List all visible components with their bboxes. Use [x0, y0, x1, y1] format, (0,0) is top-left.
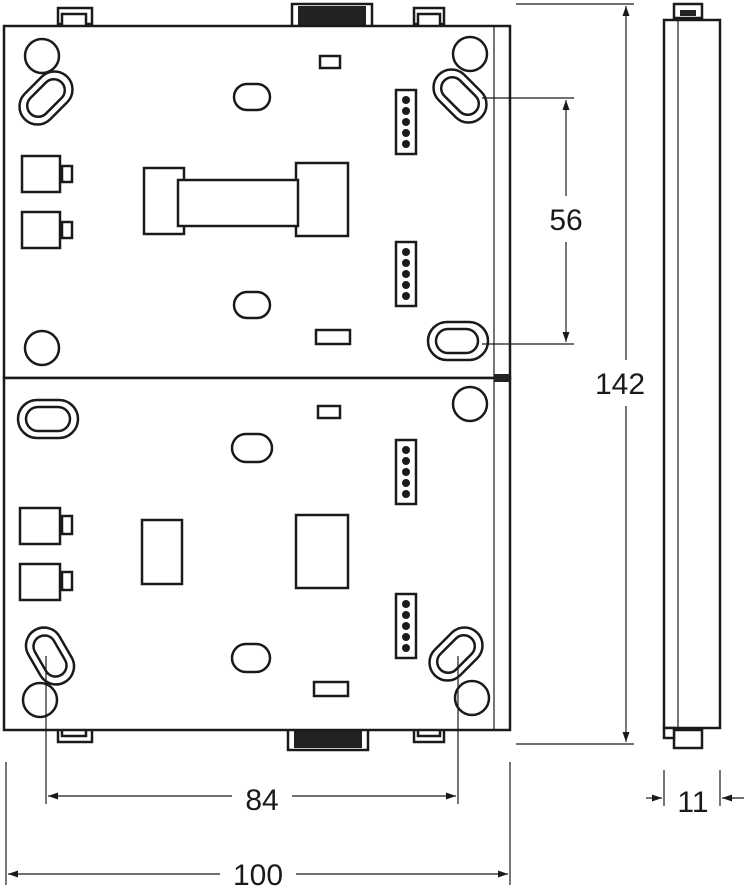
slot-hole — [16, 398, 80, 440]
terminal-block — [394, 592, 418, 660]
mount-hole — [451, 385, 489, 423]
dimension-142-label: 142 — [595, 368, 645, 401]
dimension-56-label: 56 — [549, 204, 582, 237]
dimension-total-width: 100 — [5, 762, 511, 892]
mount-hole — [453, 679, 491, 717]
slot-hole — [24, 626, 76, 686]
dimension-84-label: 84 — [245, 784, 278, 817]
slot-hole — [432, 68, 488, 124]
mount-hole — [451, 35, 489, 73]
dimension-total-height: 142 — [516, 3, 645, 745]
slot-hole — [428, 626, 484, 682]
terminal-block — [394, 438, 418, 506]
dimension-hole-horizontal: 84 — [45, 656, 459, 817]
terminal-block — [394, 88, 418, 156]
top-connector — [290, 2, 374, 30]
dimension-hole-vertical: 56 — [482, 97, 583, 345]
slot-hole — [18, 70, 74, 126]
dimension-depth: 11 — [646, 770, 744, 819]
dimension-11-label: 11 — [677, 786, 708, 819]
side-view — [662, 2, 722, 750]
mount-hole — [23, 37, 61, 75]
mount-hole — [21, 681, 59, 719]
slot-hole — [426, 320, 490, 362]
lower-module — [2, 376, 512, 732]
terminal-block — [394, 240, 418, 308]
jumper-connector — [142, 161, 350, 238]
front-view — [2, 2, 512, 752]
dimension-100-label: 100 — [233, 859, 283, 892]
mount-hole — [23, 329, 61, 367]
